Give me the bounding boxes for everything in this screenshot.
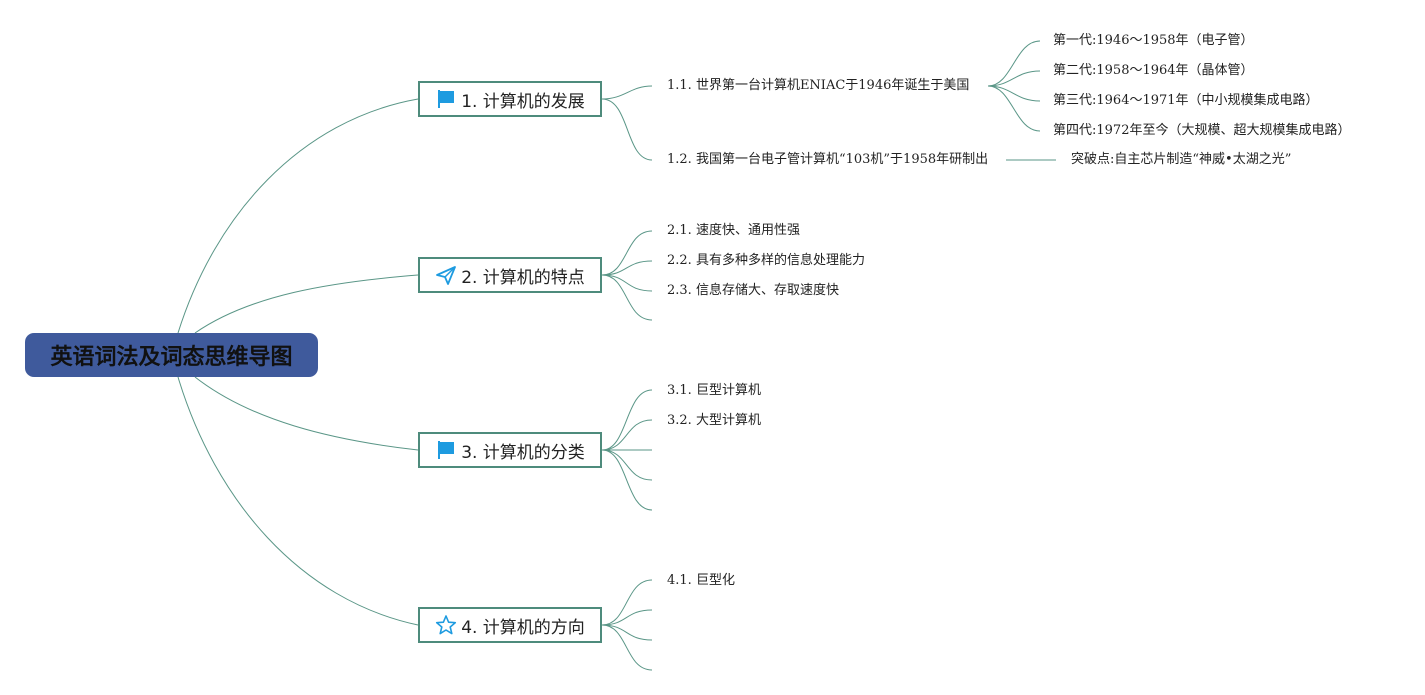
connector-3-1 (601, 389, 653, 451)
connector-2-1 (601, 230, 653, 276)
connector-4-1 (601, 579, 653, 626)
connector-1-1 (601, 85, 653, 100)
connector-4-3 (601, 624, 653, 641)
branch-topic-label: 1. 计算机的发展 (461, 91, 585, 112)
connector-gen-2 (987, 70, 1041, 87)
breakthrough-note[interactable]: 突破点:自主芯片制造“神威•太湖之光” (1071, 152, 1292, 167)
root-topic[interactable]: 英语词法及词态思维导图 (25, 333, 318, 377)
connector-2-3 (601, 274, 653, 292)
connector-4-4 (601, 624, 653, 671)
connector-1-2 (601, 98, 653, 161)
connector-gen-4 (987, 85, 1041, 132)
connector-2-4 (601, 274, 653, 321)
subtopic-2-2[interactable]: 2.2. 具有多种多样的信息处理能力 (667, 253, 865, 268)
connector-4-2 (601, 609, 653, 626)
connector-root-branch-1 (177, 98, 419, 334)
connector-2-2 (601, 260, 653, 276)
branch-topic-classification[interactable]: 3. 计算机的分类 (418, 432, 602, 468)
connector-3-4 (601, 449, 653, 481)
connector-3-2 (601, 419, 653, 451)
star-icon (435, 614, 457, 636)
subtopic-3-1[interactable]: 3.1. 巨型计算机 (667, 383, 761, 398)
connector-root-branch-2 (194, 274, 419, 334)
subtopic-2-1[interactable]: 2.1. 速度快、通用性强 (667, 223, 800, 238)
root-topic-label: 英语词法及词态思维导图 (50, 345, 293, 370)
branch-topic-direction[interactable]: 4. 计算机的方向 (418, 607, 602, 643)
subtopic-1-2[interactable]: 1.2. 我国第一台电子管计算机“103机”于1958年研制出 (667, 152, 989, 167)
branch-topic-features[interactable]: 2. 计算机的特点 (418, 257, 602, 293)
subtopic-2-3[interactable]: 2.3. 信息存储大、存取速度快 (667, 283, 839, 298)
generation-2[interactable]: 第二代:1958～1964年（晶体管） (1053, 63, 1254, 78)
paper-plane-icon (435, 264, 457, 286)
connector-3-5 (601, 449, 653, 511)
branch-topic-label: 4. 计算机的方向 (461, 617, 585, 638)
subtopic-4-1[interactable]: 4.1. 巨型化 (667, 573, 735, 588)
subtopic-3-2[interactable]: 3.2. 大型计算机 (667, 413, 761, 428)
flag-icon (435, 439, 457, 461)
flag-icon (435, 88, 457, 110)
generation-4[interactable]: 第四代:1972年至今（大规模、超大规模集成电路） (1053, 123, 1351, 138)
generation-3[interactable]: 第三代:1964～1971年（中小规模集成电路） (1053, 93, 1319, 108)
connector-gen-1 (987, 40, 1041, 87)
branch-topic-label: 3. 计算机的分类 (461, 442, 585, 463)
generation-1[interactable]: 第一代:1946～1958年（电子管） (1053, 33, 1254, 48)
connector-root-branch-4 (177, 376, 419, 626)
connector-gen-3 (987, 85, 1041, 102)
connector-root-branch-3 (194, 376, 419, 451)
subtopic-1-1[interactable]: 1.1. 世界第一台计算机ENIAC于1946年诞生于美国 (667, 78, 970, 93)
branch-topic-development[interactable]: 1. 计算机的发展 (418, 81, 602, 117)
branch-topic-label: 2. 计算机的特点 (461, 267, 585, 288)
